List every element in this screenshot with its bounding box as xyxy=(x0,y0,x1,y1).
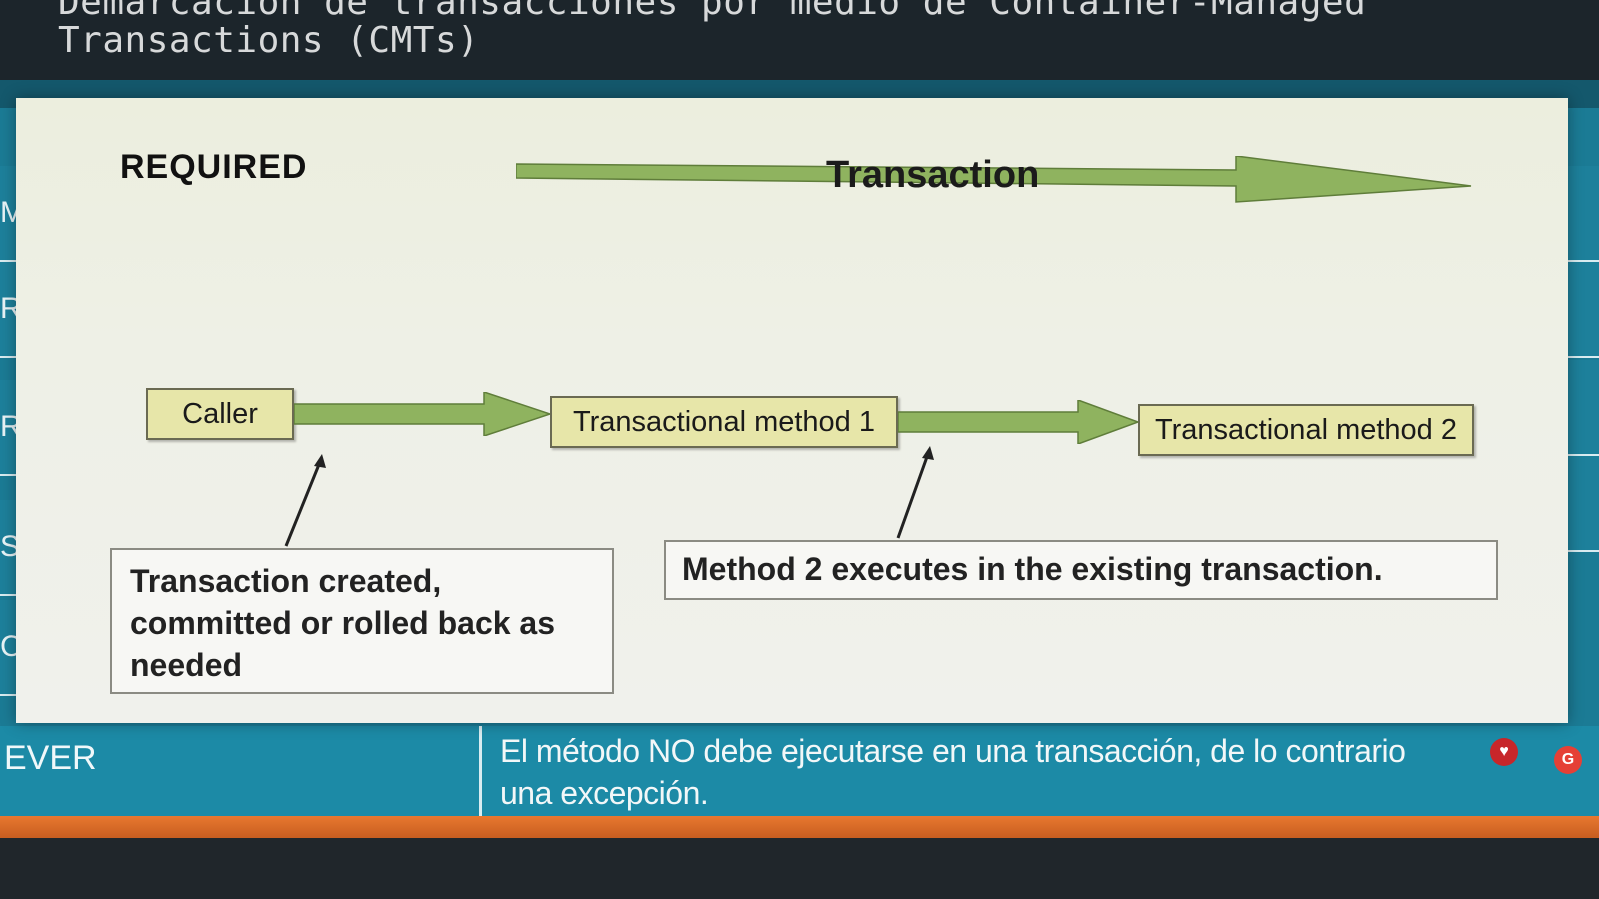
description-line-2: una excepción. xyxy=(500,775,709,811)
transaction-diagram-popup: REQUIRED Transaction Caller Transactiona… xyxy=(16,98,1568,723)
description-line-1: El método NO debe ejecutarse en una tran… xyxy=(500,733,1406,769)
slide-title-bar: Demarcación de transacciones por medio d… xyxy=(0,0,1599,80)
attribute-title: REQUIRED xyxy=(120,148,308,186)
flow-arrow-icon xyxy=(294,392,553,436)
transaction-label: Transaction xyxy=(826,154,1040,196)
pointer-arrow-icon xyxy=(284,454,326,547)
pointer-arrow-icon xyxy=(896,446,934,539)
table-row-label-never: EVER xyxy=(0,726,482,816)
slide-title-line-2: Transactions (CMTs) xyxy=(58,20,480,61)
table-row-never xyxy=(0,726,1599,816)
caller-node: Caller xyxy=(146,388,294,440)
note-transaction-created: Transaction created, committed or rolled… xyxy=(110,548,614,694)
flow-arrow-icon xyxy=(898,400,1141,444)
table-row-description-never: El método NO debe ejecutarse en una tran… xyxy=(500,730,1510,814)
accent-strip xyxy=(0,816,1599,838)
slide-title-line-1: Demarcación de transacciones por medio d… xyxy=(58,0,1367,23)
transactional-method-1-node: Transactional method 1 xyxy=(550,396,898,448)
note-method-2-existing-transaction: Method 2 executes in the existing transa… xyxy=(664,540,1498,600)
transaction-scope-arrow-icon xyxy=(516,156,1472,203)
footer-bar xyxy=(0,838,1599,899)
transactional-method-2-node: Transactional method 2 xyxy=(1138,404,1474,456)
brand-logo-icon: ♥ xyxy=(1490,738,1518,766)
brand-g-icon: G xyxy=(1554,746,1582,774)
